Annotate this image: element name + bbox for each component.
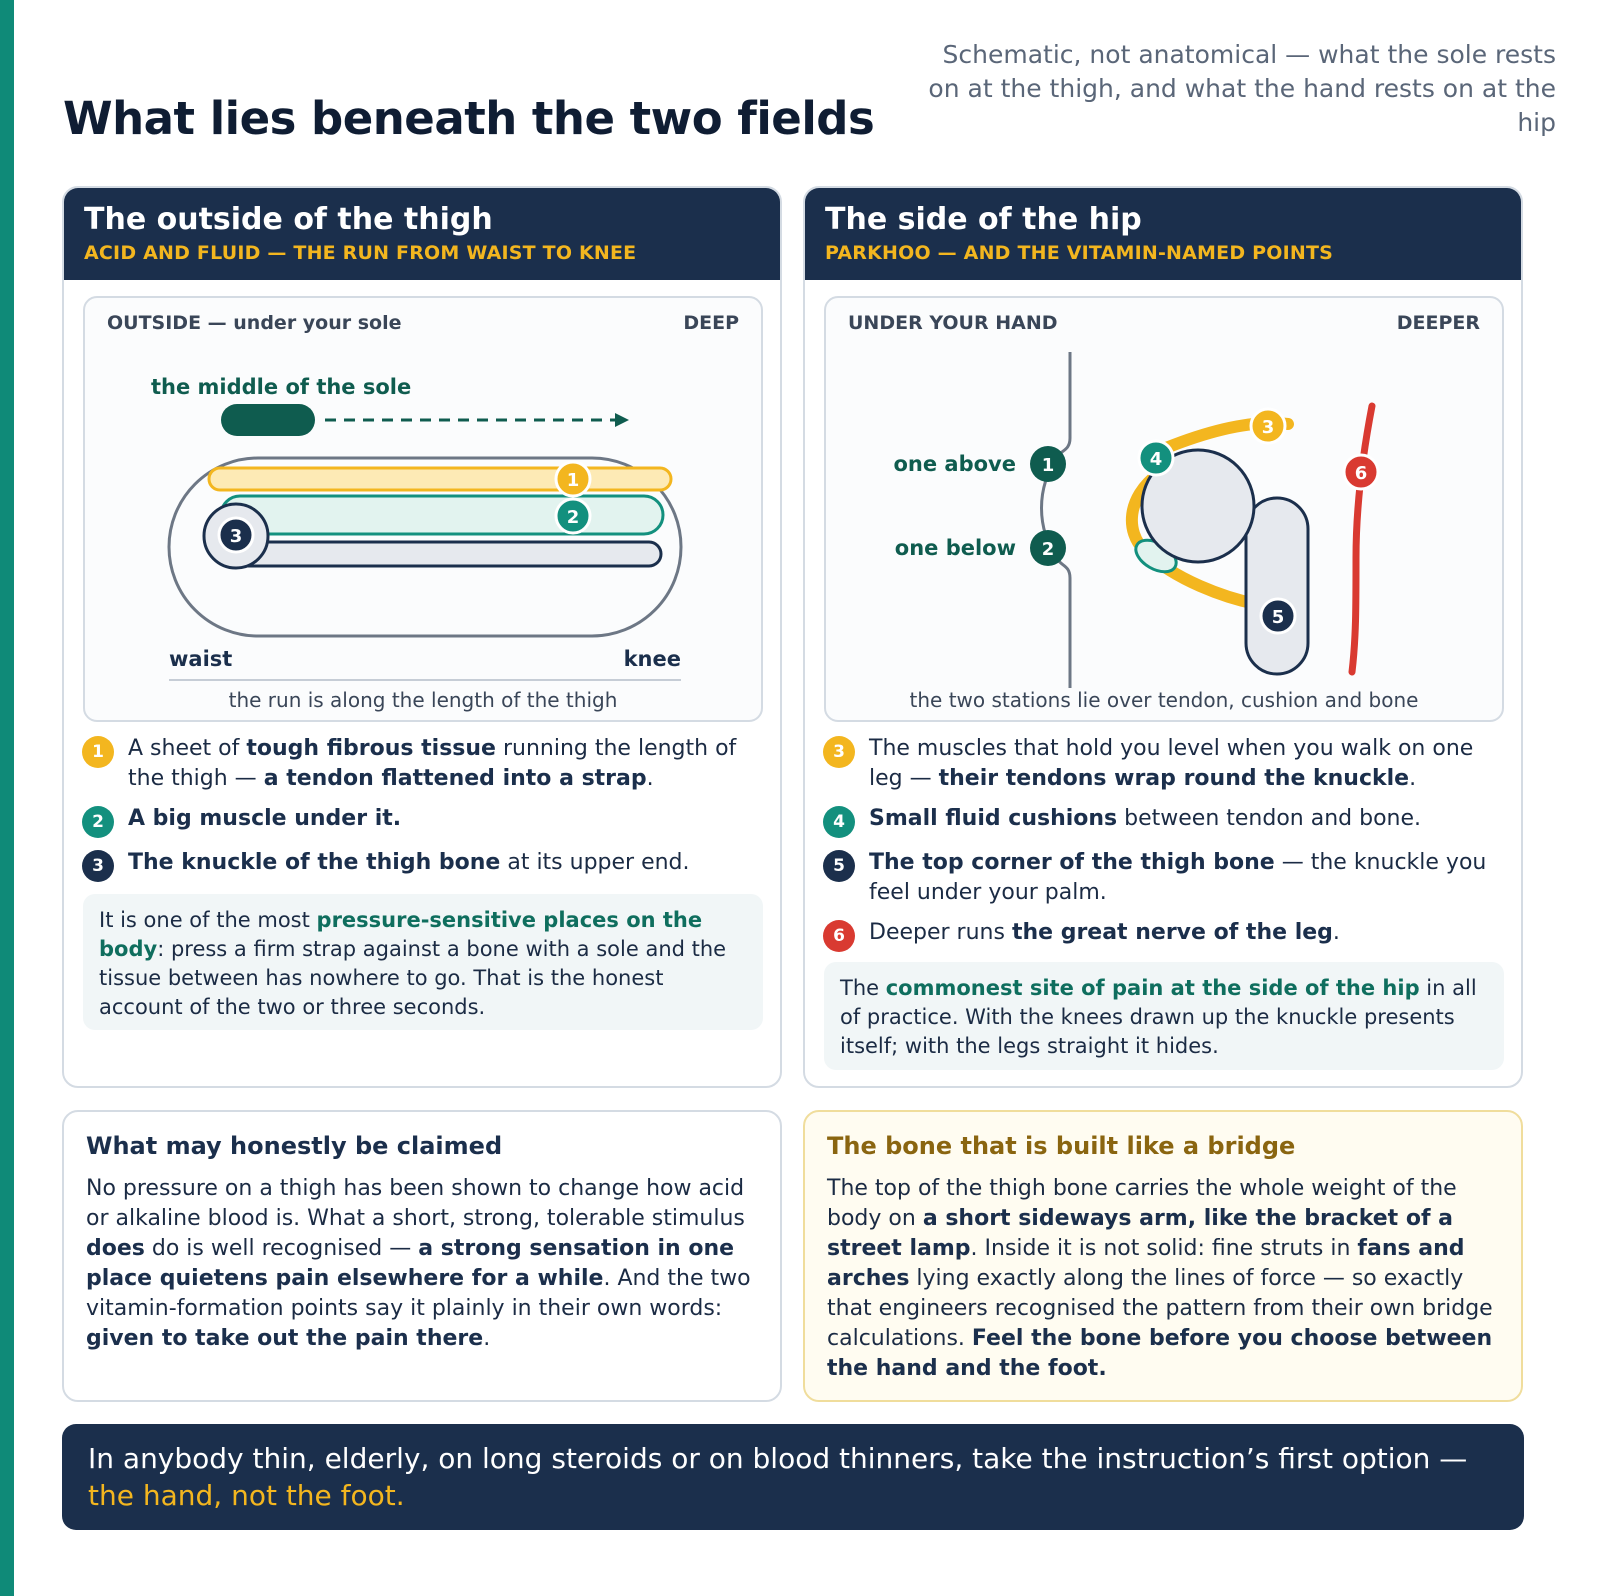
claims-box: What may honestly be claimed No pressure… [62,1110,782,1402]
thigh-item-1: 1 A sheet of tough fibrous tissue runnin… [82,734,762,794]
hip-marker-1 [1030,446,1066,482]
leg-nerve [1348,402,1376,676]
hip-marker-5 [1259,597,1297,635]
hip-item-6-number: 6 [823,920,855,952]
fibrous-strap [207,466,673,492]
hip-marker-4 [1137,439,1175,477]
banner-highlight: the hand, not the foot. [88,1479,405,1512]
thigh-card-kicker: ACID AND FLUID — THE RUN FROM WAIST TO K… [84,242,637,264]
claims-title: What may honestly be claimed [86,1132,503,1160]
hip-item-4: 4 Small fluid cushions between tendon an… [823,804,1507,838]
thigh-item-2-number: 2 [82,806,114,838]
hip-marker-3 [1249,407,1287,445]
hip-item-5: 5 The top corner of the thigh bone — the… [823,848,1507,908]
hip-figure-label-deeper: DEEPER [1396,312,1480,334]
banner-text: In anybody thin, elderly, on long steroi… [88,1442,1468,1475]
hip-marker-3-text: 3 [1262,417,1275,438]
thigh-marker-3-text: 3 [230,526,243,547]
bridge-box: The bone that is built like a bridge The… [803,1110,1523,1402]
accent-bar [0,0,14,1596]
hip-marker-5-text: 5 [1272,607,1285,628]
hip-card-header: The side of the hip PARKHOO — AND THE VI… [805,188,1521,280]
hip-card-title: The side of the hip [825,202,1142,237]
thigh-outline [167,456,683,638]
page-subtitle: Schematic, not anatomical — what the sol… [928,40,1556,137]
hip-item-4-number: 4 [823,806,855,838]
thigh-figure: OUTSIDE — under your sole DEEP the middl… [83,296,763,722]
thigh-bone-shaft [1244,496,1310,676]
sole-label: the middle of the sole [151,375,411,399]
bridge-text: The top of the thigh bone carries the wh… [827,1176,1493,1381]
thigh-marker-1 [554,460,592,498]
thigh-item-1-number: 1 [82,736,114,768]
hip-card-kicker: PARKHOO — AND THE VITAMIN-NAMED POINTS [825,242,1334,264]
thigh-diagram: the middle of the sole 1 2 3 waist knee [151,375,683,681]
thigh-card-header: The outside of the thigh ACID AND FLUID … [64,188,780,280]
hip-figure-label-hand: UNDER YOUR HAND [848,312,1058,334]
thigh-figure-label-deep: DEEP [683,312,739,334]
thigh-marker-2 [554,497,592,535]
waist-label: waist [169,647,232,671]
thigh-bone-shaft [229,540,663,568]
hip-items: 3 The muscles that hold you level when y… [823,734,1507,952]
hip-item-3: 3 The muscles that hold you level when y… [823,734,1507,794]
thigh-item-3: 3 The knuckle of the thigh bone at its u… [82,848,762,882]
page-title: What lies beneath the two fields [63,92,875,145]
thigh-card-title: The outside of the thigh [84,202,493,237]
thigh-bone-knuckle [1140,448,1256,564]
warning-banner: In anybody thin, elderly, on long steroi… [62,1424,1524,1530]
hip-item-5-number: 5 [823,850,855,882]
thigh-marker-2-text: 2 [567,507,580,528]
one-above-label: one above [894,452,1017,476]
hip-marker-1-text: 1 [1042,455,1055,476]
hip-item-3-number: 3 [823,736,855,768]
thigh-item-3-number: 3 [82,850,114,882]
hip-marker-4-text: 4 [1150,449,1163,470]
hip-figure: UNDER YOUR HAND DEEPER 1 2 3 4 [824,296,1504,722]
thigh-figure-caption: the run is along the length of the thigh [228,688,618,712]
hip-figure-caption: the two stations lie over tendon, cushio… [909,688,1419,712]
hip-marker-6-text: 6 [1355,463,1368,484]
claims-text: No pressure on a thigh has been shown to… [86,1176,751,1351]
hip-item-6: 6 Deeper runs the great nerve of the leg… [823,918,1507,952]
hip-marker-6 [1342,453,1380,491]
thigh-note: It is one of the most pressure-sensitive… [83,894,763,1030]
thigh-card: The outside of the thigh ACID AND FLUID … [62,186,782,1088]
hip-marker-2-text: 2 [1042,539,1055,560]
bridge-title: The bone that is built like a bridge [827,1132,1296,1160]
skin-line [1040,352,1072,688]
knee-label: knee [624,647,681,671]
sole-pad [221,404,315,436]
hip-note: The commonest site of pain at the side o… [824,962,1504,1070]
thigh-marker-3 [217,516,255,554]
hip-diagram: 1 2 3 4 5 6 one above one below [894,352,1380,688]
sole-arrow-head [615,413,629,427]
thigh-figure-label-outside: OUTSIDE — under your sole [107,312,402,334]
thigh-marker-1-text: 1 [567,470,580,491]
hip-card: The side of the hip PARKHOO — AND THE VI… [803,186,1523,1088]
hip-marker-2 [1030,530,1066,566]
thigh-item-2: 2 A big muscle under it. [82,804,762,838]
thigh-items: 1 A sheet of tough fibrous tissue runnin… [82,734,762,882]
big-muscle [219,494,665,536]
one-below-label: one below [895,536,1016,560]
